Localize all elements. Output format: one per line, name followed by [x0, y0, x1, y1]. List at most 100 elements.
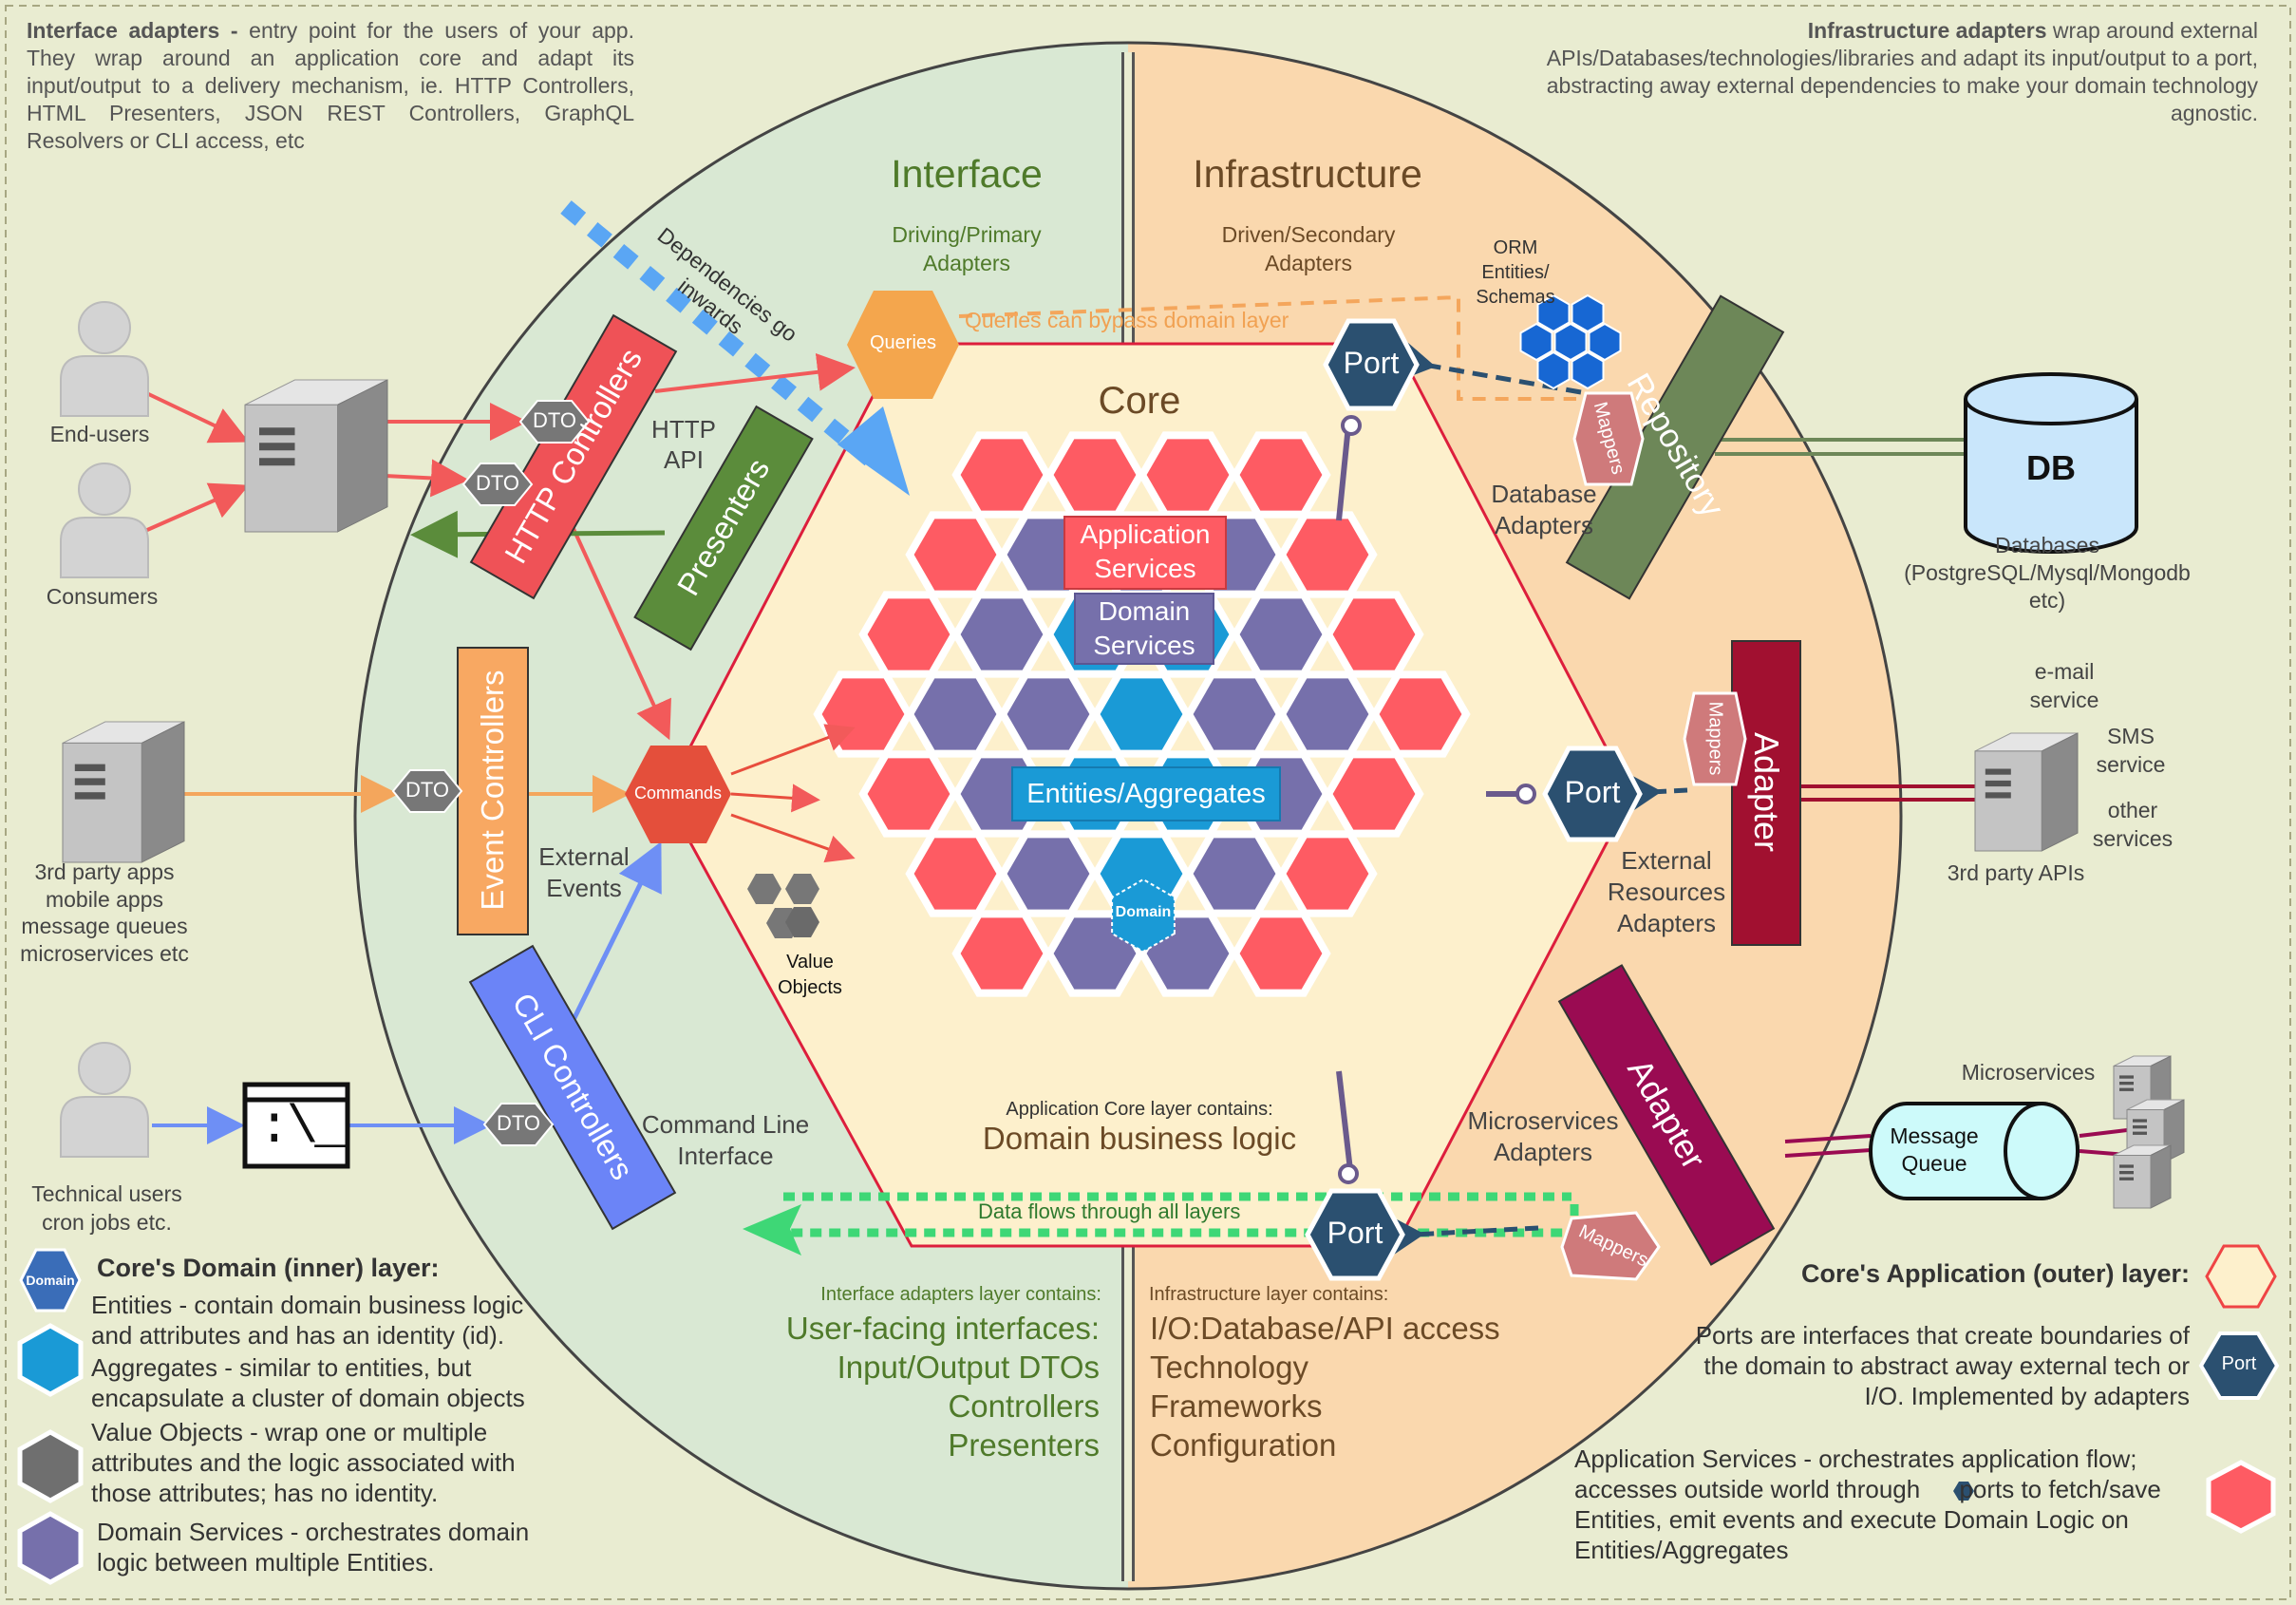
dependencies-arrowhead [837, 406, 910, 496]
queries-bypass-line [958, 294, 1576, 401]
legend-domain-icon-label: Domain [26, 1273, 75, 1288]
commands-label: Commands [633, 784, 723, 802]
entities-aggregates-label: Entities/Aggregates [1011, 766, 1281, 821]
port-microservices-label: Port [1327, 1216, 1383, 1250]
orm-cell [1536, 293, 1571, 333]
core-title: Core [1098, 380, 1181, 422]
legend-domain-services: Domain Services - orchestrates domain lo… [97, 1518, 530, 1577]
interface-subtitle: Driving/Primary Adapters [892, 222, 1042, 275]
legend-domain-icon [19, 1248, 82, 1312]
interface-item: Input/Output DTOs [837, 1350, 1100, 1385]
event-controllers-box[interactable] [457, 647, 529, 935]
message-queue-label: Message Queue [1890, 1124, 1979, 1176]
legend-port-icon-label: Port [2221, 1353, 2257, 1374]
adapter-external-box[interactable] [1731, 640, 1801, 946]
port-external-label: Port [1564, 775, 1621, 809]
honeycomb-cell [1091, 670, 1192, 758]
queries-label: Queries [869, 332, 937, 353]
interface-title: Interface [891, 152, 1043, 196]
legend-app-service-icon [2206, 1460, 2276, 1534]
port-external[interactable] [1542, 746, 1643, 842]
legend-aggregates: Aggregates - similar to entities, but en… [91, 1353, 525, 1412]
circle-outline [353, 41, 1903, 1591]
interface-item: Presenters [948, 1427, 1100, 1463]
port-database[interactable] [1323, 318, 1420, 411]
legend-ports: Ports are interfaces that create boundar… [1695, 1321, 2190, 1410]
domain-services-label: Domain Services [1074, 593, 1214, 665]
consumers-arrow [138, 482, 250, 536]
to-commands-arrow [568, 519, 671, 741]
data-flow-arrowhead [743, 1204, 801, 1256]
infrastructure-title: Infrastructure [1193, 152, 1422, 196]
interface-item: User-facing interfaces: [785, 1311, 1100, 1346]
db-label: DB [2026, 448, 2076, 487]
legend-left-title: Core's Domain (inner) layer: [97, 1254, 440, 1282]
legend-value-objects: Value Objects - wrap one or multiple att… [91, 1418, 516, 1507]
application-services-label: Application Services [1063, 516, 1227, 590]
mappers-external-label: Mappers [1704, 701, 1726, 776]
honeycomb-cell [1324, 591, 1424, 678]
infra-items: I/O:Database/API access Technology Frame… [1150, 1309, 1585, 1464]
infra-item: Configuration [1150, 1427, 1337, 1463]
honeycomb-cell [1277, 830, 1378, 917]
honeycomb-cell [951, 591, 1052, 678]
cli-to-commands-arrow [563, 841, 662, 1037]
honeycomb-cell [1277, 511, 1378, 598]
infra-item: I/O:Database/API access [1150, 1311, 1500, 1346]
command-line-label: Command Line Interface [641, 1110, 810, 1170]
domain-logic-label: Domain business logic [982, 1121, 1297, 1156]
presenters-box[interactable] [633, 405, 814, 651]
dto-label: DTO [405, 778, 450, 802]
adapter-microservices-box[interactable] [1557, 964, 1776, 1266]
orm-label: ORM Entities/ Schemas [1476, 237, 1555, 308]
honeycomb-cell [1044, 431, 1145, 519]
database-icon [1964, 372, 2138, 554]
honeycomb-cell [951, 431, 1052, 519]
legend-entity-icon [17, 1323, 84, 1397]
honeycomb-cell [1138, 431, 1238, 519]
orm-cell [1588, 322, 1622, 362]
interface-contains-label: Interface adapters layer contains: [820, 1284, 1101, 1305]
commands-hexagon[interactable] [625, 746, 731, 843]
infrastructure-adapters-note: Infrastructure adapters wrap around exte… [1546, 18, 2258, 125]
sms-service-label: SMS service [2096, 724, 2166, 777]
mappers-external [1683, 691, 1747, 786]
dto-badge [391, 769, 463, 813]
honeycomb-cell [905, 830, 1006, 917]
honeycomb-cell [858, 591, 959, 678]
infra-item: Technology [1150, 1350, 1308, 1385]
outer-frame [5, 5, 2291, 1600]
dto-label: DTO [475, 471, 520, 495]
third-party-apis-label: 3rd party APIs [1947, 860, 2085, 885]
infra-contains-label: Infrastructure layer contains: [1149, 1284, 1389, 1305]
http-api-label: HTTP API [651, 415, 716, 474]
message-queue-icon [1869, 1102, 2080, 1200]
microservice-server-icon [2113, 1144, 2172, 1209]
app-core-contains-label: Application Core layer contains: [1006, 1099, 1273, 1120]
honeycomb-cell [1184, 830, 1285, 917]
value-objects-icon [747, 874, 819, 938]
interface-items: User-facing interfaces: Input/Output DTO… [665, 1309, 1100, 1464]
honeycomb-cell [1231, 431, 1331, 519]
orm-cell [1536, 350, 1571, 390]
apis-server-icon [1974, 732, 2079, 852]
queries-hexagon[interactable] [847, 291, 959, 399]
person-icon [60, 301, 149, 417]
end-users-label: End-users [49, 422, 150, 446]
terminal-icon [242, 1082, 350, 1169]
honeycomb-cell [905, 511, 1006, 598]
external-events-label: External Events [538, 842, 630, 902]
honeycomb-cell [1184, 670, 1285, 758]
legend-entities: Entities - contain domain business logic… [91, 1291, 524, 1350]
email-service-label: e-mail service [2029, 659, 2099, 712]
event-controllers-label: Event Controllers [475, 670, 510, 911]
dto-label: DTO [532, 408, 577, 432]
microservices-adapters-label: Microservices Adapters [1467, 1106, 1619, 1166]
end-users-arrow [138, 387, 250, 444]
repository-box[interactable] [1565, 294, 1785, 600]
cli-controllers-box[interactable] [468, 944, 677, 1231]
port-microservices[interactable] [1305, 1188, 1405, 1281]
mappers-repository [1572, 391, 1645, 486]
value-objects-label: Value Objects [778, 952, 842, 998]
